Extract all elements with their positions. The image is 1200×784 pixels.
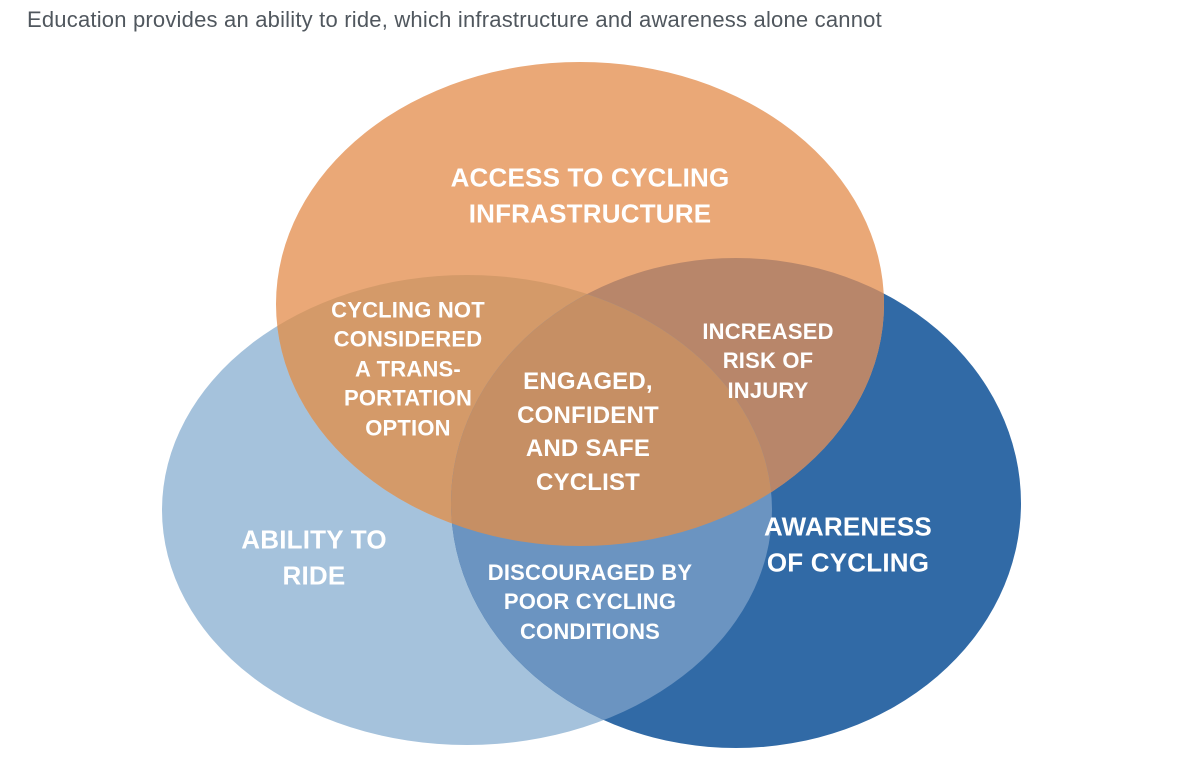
infrastructure-circle-label: ACCESS TO CYCLING INFRASTRUCTURE (450, 162, 730, 229)
awareness-circle-label: AWARENESS OF CYCLING (764, 511, 932, 578)
center-overlap-label: ENGAGED, CONFIDENT AND SAFE CYCLIST (517, 367, 659, 496)
center-overlap-shape (451, 275, 772, 546)
ability-awareness-overlap-label: DISCOURAGED BY POOR CYCLING CONDITIONS (487, 559, 693, 644)
page-title: Education provides an ability to ride, w… (27, 7, 882, 32)
infra-ability-overlap-label: CYCLING NOT CONSIDERED A TRANS- PORTATIO… (331, 297, 485, 441)
infra-awareness-overlap-label: INCREASED RISK OF INJURY (702, 318, 834, 403)
ability-circle-label: ABILITY TO RIDE (241, 524, 387, 591)
